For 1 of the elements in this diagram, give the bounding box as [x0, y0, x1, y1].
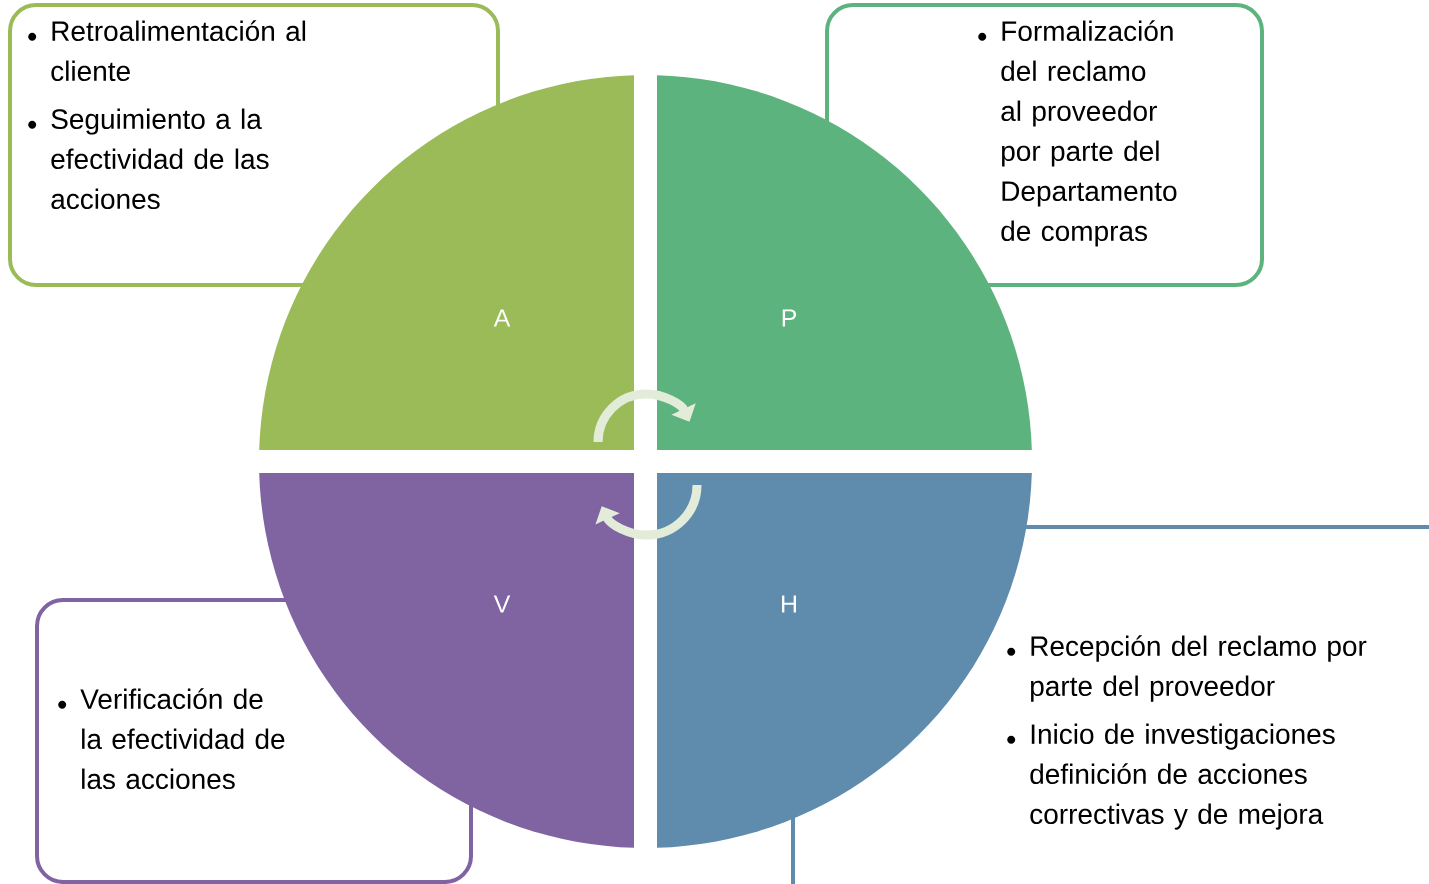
- curved-arrow: [595, 484, 702, 540]
